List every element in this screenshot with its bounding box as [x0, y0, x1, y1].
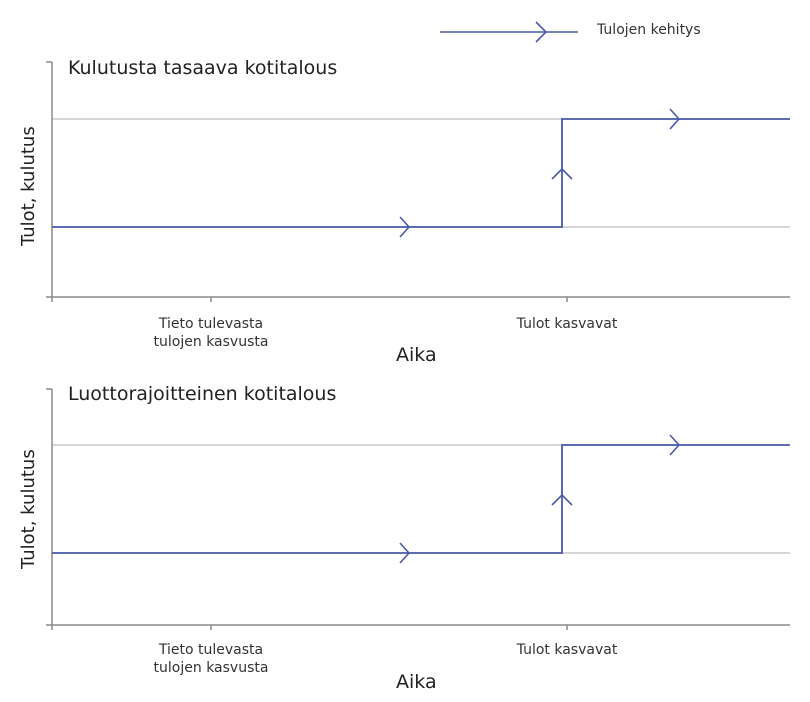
chart-panel-consumption-smoothing: Kulutusta tasaava kotitalous Tulot, kulu…: [18, 57, 790, 366]
chart-panel-credit-constrained: Luottorajoitteinen kotitalous Tulot, kul…: [0, 327, 810, 702]
x-tick-label-information: Tieto tulevasta tulojen kasvusta: [153, 642, 269, 676]
chart-plot-area: [46, 388, 790, 630]
chart-title: Luottorajoitteinen kotitalous: [68, 383, 337, 405]
legend: Tulojen kehitys: [440, 18, 760, 46]
y-axis-label: Tulot, kulutus: [18, 449, 39, 569]
x-tick-label-information: Tieto tulevasta tulojen kasvusta: [153, 316, 269, 350]
y-axis-label: Tulot, kulutus: [18, 126, 39, 246]
arrow-right-line-icon: [440, 21, 578, 43]
x-axis-label: Aika: [396, 344, 437, 366]
x-tick-label-income-rises: Tulot kasvavat: [516, 316, 618, 332]
x-axis-label: Aika: [396, 671, 437, 693]
chart-plot-area: [46, 61, 790, 302]
legend-label: Tulojen kehitys: [597, 22, 701, 38]
chart-title: Kulutusta tasaava kotitalous: [68, 57, 338, 79]
x-tick-label-income-rises: Tulot kasvavat: [516, 642, 618, 658]
